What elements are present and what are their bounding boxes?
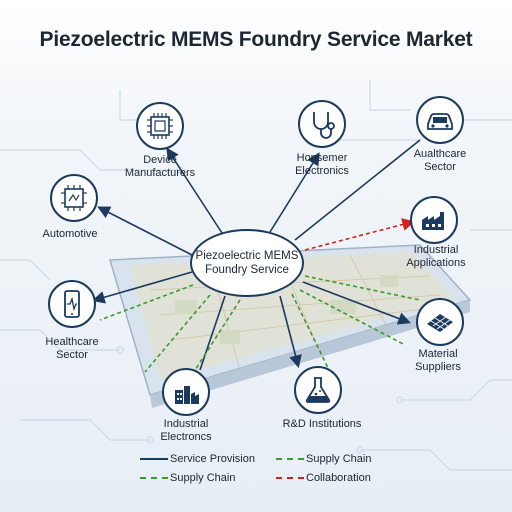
legend-service-provision: Service Provision — [140, 452, 255, 466]
label-consumer-electronics: Honsemer Electronics — [295, 152, 349, 177]
center-label-line1: Piezoelectric MEMS — [195, 250, 299, 262]
supply-chain-material-1 — [304, 275, 421, 301]
link-rd-institutions — [279, 295, 302, 369]
page-title: Piezoelectric MEMS Foundry Service Marke… — [39, 28, 473, 51]
node-industrial-electronics[interactable] — [162, 368, 210, 416]
legend-green-dashed-line — [140, 477, 168, 480]
label-material-suppliers: Material Suppliers — [415, 348, 461, 373]
label-rd-institutions: R&D Institutions — [282, 418, 362, 430]
node-healthcare-sector[interactable] — [48, 280, 96, 328]
chip-icon — [147, 113, 173, 139]
label-industrial-electronics: Industrial Electroncs — [160, 418, 212, 443]
supply-chain-healthcare — [144, 294, 211, 373]
node-industrial-applications[interactable] — [410, 196, 458, 244]
flask-icon — [305, 377, 331, 403]
supply-chain-healthcare-left — [99, 284, 194, 321]
factory-icon — [175, 386, 199, 404]
center-node-foundry-service[interactable]: Piezoelectric MEMS Foundry Service — [190, 229, 304, 297]
link-consumer-electronics — [269, 152, 320, 233]
label-device-manufacturers: Device Manufacturers — [124, 154, 196, 179]
link-healthcare-sector — [91, 271, 193, 304]
phone-icon — [64, 290, 80, 318]
node-healthcare-sector-top[interactable] — [416, 96, 464, 144]
node-consumer-electronics[interactable] — [298, 100, 346, 148]
legend-supply-chain-right: Supply Chain — [276, 452, 371, 466]
collaboration-industrial — [304, 218, 416, 251]
link-material-suppliers — [302, 281, 411, 325]
stethoscope-icon — [313, 112, 335, 139]
wafer-icon — [427, 314, 453, 332]
link-healthcare-top — [294, 139, 421, 241]
label-automotive: Automotive — [42, 228, 98, 240]
label-healthcare-sector: Healthcare Sector — [45, 336, 99, 361]
legend-supply-chain-left: Supply Chain — [140, 471, 235, 485]
node-device-manufacturers[interactable] — [136, 102, 184, 150]
legend-green-dashed-line — [276, 458, 304, 461]
label-healthcare-sector-top: Aualthcare Sector — [413, 148, 467, 173]
node-rd-institutions[interactable] — [294, 366, 342, 414]
legend-red-dashed-line — [276, 477, 304, 480]
supply-chain-rd — [291, 293, 331, 373]
chip-icon — [61, 185, 87, 211]
link-device-manufacturers — [166, 147, 223, 234]
legend-collaboration: Collaboration — [276, 471, 371, 485]
legend-solid-line — [140, 458, 168, 461]
link-industrial-electronics — [199, 295, 226, 371]
label-industrial-applications: Industrial Applications — [406, 244, 466, 269]
node-automotive[interactable] — [50, 174, 98, 222]
supply-chain-industrial-electronics — [189, 299, 241, 379]
node-material-suppliers[interactable] — [416, 298, 464, 346]
center-label-line2: Foundry Service — [205, 264, 289, 276]
car-icon — [427, 113, 453, 130]
link-automotive — [97, 206, 193, 256]
factory-icon — [422, 212, 444, 230]
supply-chain-material-2 — [299, 289, 406, 346]
